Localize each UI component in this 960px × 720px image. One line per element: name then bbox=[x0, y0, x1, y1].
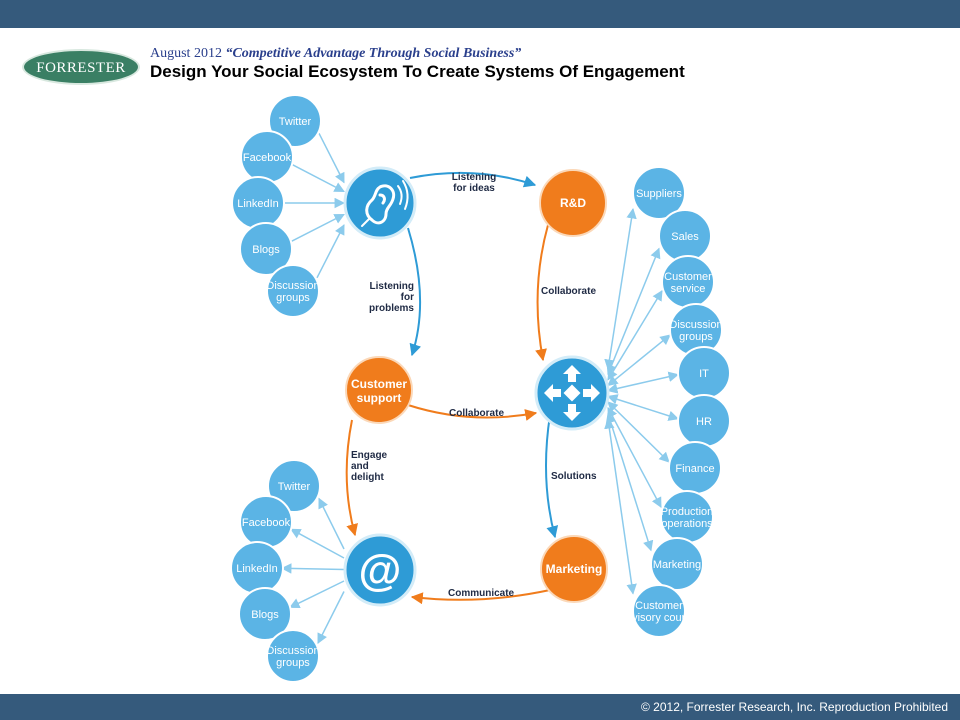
flow-label-collaborate-rd: Collaborate bbox=[541, 286, 596, 297]
engage-channel-label: Blogs bbox=[251, 609, 279, 621]
stakeholder-label: Suppliers bbox=[636, 188, 682, 200]
report-subtitle: August 2012 “Competitive Advantage Throu… bbox=[150, 46, 521, 62]
stakeholder-label: Finance bbox=[675, 463, 714, 475]
flow-label-collaborate-support: Collaborate bbox=[449, 408, 504, 419]
engage-channel-arrow bbox=[318, 497, 345, 550]
stakeholder-suppliers: Suppliers bbox=[632, 166, 686, 220]
engage-channel-arrow bbox=[280, 563, 345, 574]
listen-source-label: Twitter bbox=[279, 116, 312, 128]
listen-source-twitter: Twitter bbox=[268, 94, 322, 148]
forrester-logo: FORRESTER bbox=[22, 49, 140, 85]
listening-source-arrow bbox=[316, 224, 345, 279]
stakeholder-marketing: Marketing bbox=[650, 537, 704, 591]
copyright-text: © 2012, Forrester Research, Inc. Reprodu… bbox=[641, 700, 948, 714]
stakeholder-sales: Sales bbox=[658, 209, 712, 263]
engage-channel-linkedin: LinkedIn bbox=[230, 541, 284, 595]
engage-channel-label: Twitter bbox=[278, 481, 311, 493]
stakeholder-arrow bbox=[606, 371, 680, 394]
flow-arrow-communicate bbox=[410, 589, 551, 605]
stakeholder-arrow bbox=[605, 412, 654, 552]
stakeholder-label: Marketing bbox=[653, 559, 701, 571]
engage-channel-arrow bbox=[317, 591, 345, 645]
engagement-hub: @ bbox=[343, 533, 417, 607]
stakeholder-label: HR bbox=[696, 416, 712, 428]
engage-channel-label: Facebook bbox=[242, 517, 291, 529]
listening-source-arrow bbox=[318, 132, 345, 184]
listening-source-arrow bbox=[289, 213, 345, 243]
flow-label-solutions: Solutions bbox=[551, 471, 597, 482]
stakeholder-arrow bbox=[606, 247, 661, 376]
stakeholder-arrow bbox=[607, 406, 662, 509]
flow-arrow-listening-ideas bbox=[409, 171, 537, 188]
rd-label: R&D bbox=[560, 196, 586, 210]
listening-source-arrow bbox=[290, 163, 345, 193]
marketing-node: Marketing bbox=[540, 535, 608, 603]
stakeholder-arrow bbox=[607, 289, 663, 381]
listen-source-linkedin: LinkedIn bbox=[231, 176, 285, 230]
listen-source-facebook: Facebook bbox=[240, 130, 294, 184]
stakeholder-arrow bbox=[607, 401, 670, 463]
at-sign-icon: @ bbox=[359, 546, 402, 595]
marketing-label: Marketing bbox=[546, 562, 603, 576]
stakeholder-finance: Finance bbox=[668, 441, 722, 495]
listen-source-label: Facebook bbox=[243, 152, 292, 164]
engage-channel-label: LinkedIn bbox=[236, 563, 278, 575]
footer-bar: © 2012, Forrester Research, Inc. Reprodu… bbox=[0, 694, 960, 720]
flow-arrow-collaborate-support bbox=[407, 404, 538, 421]
flow-arrow-listening-problems bbox=[407, 227, 422, 357]
stakeholder-label: Sales bbox=[671, 231, 699, 243]
listen-source-label: Blogs bbox=[252, 244, 280, 256]
engage-channel-blogs: Blogs bbox=[238, 587, 292, 641]
stakeholder-arrow bbox=[606, 394, 680, 421]
stakeholder-hr: HR bbox=[677, 394, 731, 448]
collaboration-hub bbox=[534, 355, 610, 431]
report-name: “Competitive Advantage Through Social Bu… bbox=[225, 46, 522, 61]
top-bar bbox=[0, 0, 960, 28]
flow-label-communicate: Communicate bbox=[448, 588, 515, 599]
connector-arrows bbox=[280, 132, 680, 645]
flow-arrow-solutions bbox=[545, 414, 559, 539]
stakeholder-label: IT bbox=[699, 368, 709, 380]
rd-node: R&D bbox=[539, 169, 607, 237]
listen-source-blogs: Blogs bbox=[239, 222, 293, 276]
stakeholder-arrow bbox=[604, 418, 637, 595]
listening-hub bbox=[343, 166, 417, 240]
arrows-hub-icon bbox=[544, 365, 600, 421]
engage-channel-arrow bbox=[290, 528, 345, 559]
flow-arrow-collaborate-rd bbox=[535, 224, 549, 362]
ear-icon bbox=[361, 180, 409, 227]
engage-channel-arrow bbox=[289, 580, 345, 609]
flow-arrow-engage bbox=[345, 419, 358, 537]
engage-channel-facebook: Facebook bbox=[239, 495, 293, 549]
logo-text: FORRESTER bbox=[36, 60, 126, 76]
engage-channel-twitter: Twitter bbox=[267, 459, 321, 513]
listen-source-label: LinkedIn bbox=[237, 198, 279, 210]
page-title: Design Your Social Ecosystem To Create S… bbox=[150, 62, 685, 81]
report-date: August 2012 bbox=[150, 46, 222, 61]
stakeholder-it: IT bbox=[677, 346, 731, 400]
